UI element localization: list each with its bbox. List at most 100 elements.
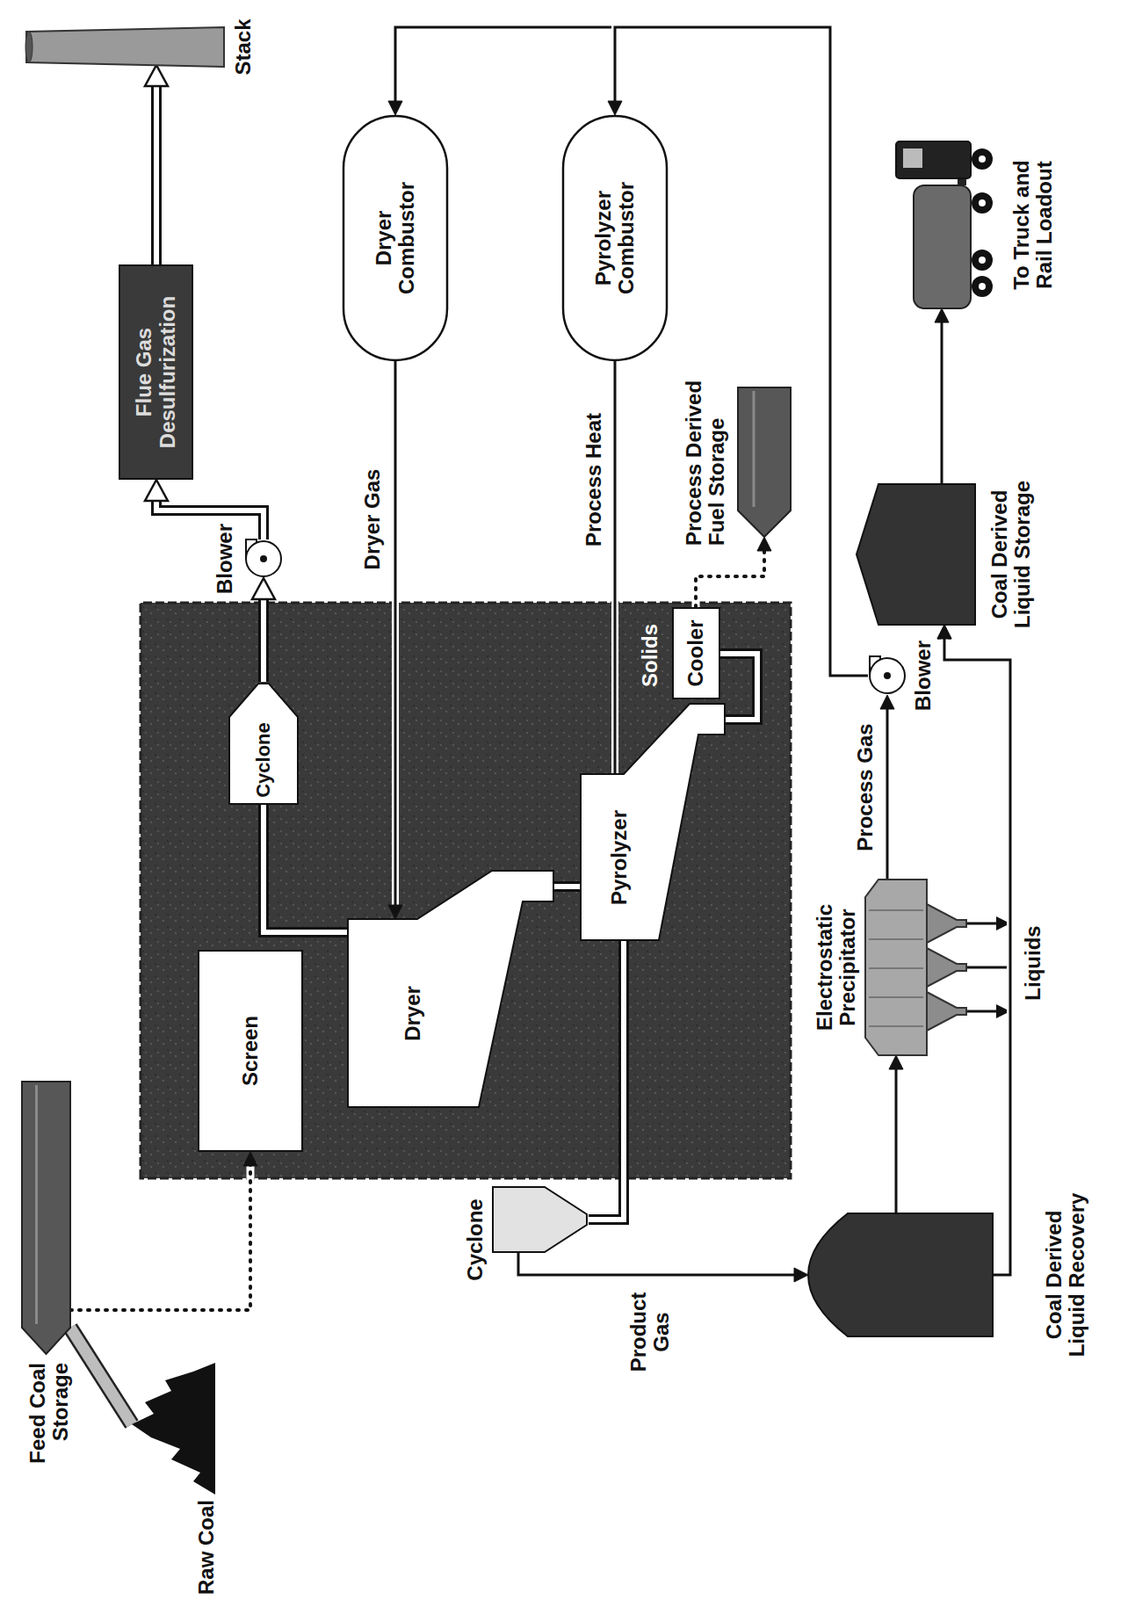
gas-pipe-stroke [263,804,348,933]
arrow-head [880,694,895,709]
flow-label: Liquids [1021,918,1045,1007]
gas-pipe [144,65,168,265]
stack: Stack [26,27,225,67]
process-enclosure [140,602,791,1179]
truck-shape [878,141,998,309]
process-box: Flue Gas Desulfurization [118,264,194,480]
blower-shape [867,656,907,695]
dryer-hopper-shape [347,870,554,1108]
flow-line-stroke [614,27,868,676]
node-label: Screen [197,949,304,1152]
flow-line [518,1252,809,1282]
node-label: Stack [230,14,257,80]
gas-pipe-stroke [258,597,269,682]
flow-line-stroke [892,1067,900,1214]
storage-silo: Feed Coal Storage [21,1081,71,1354]
flow-line-stroke [944,636,1011,1275]
flow-label: Process Gas [853,721,877,854]
arrow-head [934,308,949,323]
gas-pipe [252,578,275,682]
node-label: Coal Derived Liquid Storage [983,466,1039,643]
flow-label: Dryer Gas [361,462,384,577]
feed-line [70,1151,258,1310]
combustor: Pyrolyzer Combustor [562,115,668,362]
node-label: Electrostatic Precipitator [810,879,862,1056]
precipitator: Electrostatic Precipitator [865,879,967,1056]
node-label: To Truck and Rail Loadout [1005,150,1061,300]
arrow-head [144,65,168,87]
recovery-tank-shape [808,1213,993,1337]
dryer-hopper: Dryer [347,870,554,1108]
node-label: Cyclone [462,1191,489,1288]
gas-pipe-stroke [263,804,348,933]
arrow-head [388,101,403,116]
flow-line [388,361,403,919]
flow-line-stroke [944,636,1011,1275]
storage-silo-shape [737,387,791,537]
flow-line-stroke [518,1252,796,1275]
storage-tank: Coal Derived Liquid Storage [856,484,976,625]
flow-line-stroke [391,361,399,907]
flow-line [889,1055,904,1214]
gas-pipe-stroke [156,498,264,540]
gas-pipe [588,940,624,1220]
gas-pipe-stroke [153,84,160,265]
node-label: Raw Coal [191,1499,222,1597]
process-box: Screen [197,949,304,1152]
storage-silo: Process Derived Fuel Storage [737,387,791,537]
precipitator-shape [865,879,967,1056]
node-label: Flue Gas Desulfurization [118,264,194,480]
arrow-head [607,101,622,116]
conveyor-stroke [70,1327,132,1425]
flow-label: Solids [638,620,662,691]
arrow-head [388,904,403,919]
feed-line-stroke [70,1163,251,1310]
node-label: Dryer [347,918,479,1108]
node-label: Pyrolyzer [579,773,659,941]
solids-chute-stroke [553,881,580,892]
flow-line-stroke [895,1067,898,1214]
flow-line-stroke [611,361,619,774]
flow-line [614,361,616,774]
arrow-head [757,536,772,551]
flow-line [388,27,868,676]
stack-shape [26,27,225,67]
pyrolyzer-hopper-shape [579,703,725,941]
arrow-head [794,1267,809,1282]
node-label: Blower [910,629,937,722]
storage-silo-shape [21,1081,71,1354]
node-label: Process Derived Fuel Storage [678,334,733,546]
flow-line-stroke [938,320,946,485]
arrow-head [252,578,275,600]
flow-line-stroke [518,1252,796,1275]
flow-line [880,694,895,880]
solids-line-stroke [695,549,765,608]
blower: Blower [867,656,907,695]
flow-line-stroke [395,27,868,676]
node-label: Cyclone [228,716,299,803]
feed-line-stroke [70,1163,251,1310]
gas-pipe [263,804,348,933]
flow-line-stroke [883,707,891,880]
gas-pipe-stroke [260,597,267,682]
node-label: Blower [210,513,239,605]
gas-pipe-stroke [588,940,624,1220]
combustor: Dryer Combustor [342,115,449,362]
cyclone: Cyclone [491,1185,589,1253]
arrow-head [243,1151,258,1166]
process-box: Cooler [672,607,721,700]
blower-shape [244,539,283,579]
flow-line [934,308,949,485]
cyclone: Cyclone [228,681,299,805]
node-label: Coal Derived Liquid Recovery [1038,1186,1093,1363]
arrow-head [937,624,952,639]
solids-chute [720,653,758,720]
solids-chute-stroke [720,653,758,720]
flow-line-stroke [614,361,617,774]
pyrolyzer-hopper: Pyrolyzer [579,703,725,941]
flow-line-stroke [614,27,868,676]
coal-pile-shape [131,1362,216,1495]
gas-pipe-stroke [151,84,162,265]
node-label: Cooler [672,607,721,700]
flow-line-stroke [886,707,890,880]
